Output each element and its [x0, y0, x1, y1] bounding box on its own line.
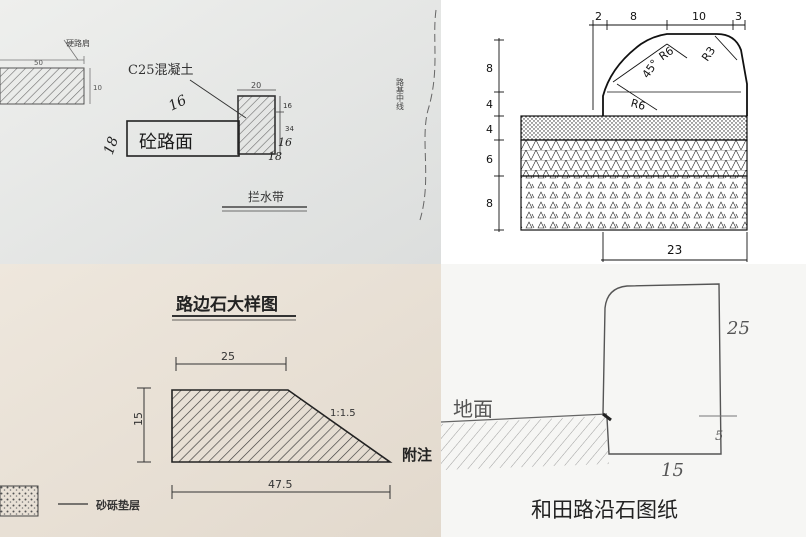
concrete-label: C25混凝土: [128, 62, 194, 78]
dim-50: 50: [34, 59, 43, 67]
dim-20: 20: [251, 81, 261, 90]
dim-top-3: 3: [735, 10, 742, 23]
dim-34: 34: [285, 125, 294, 133]
paper-background: [0, 0, 441, 264]
dim-16-left: 16: [278, 136, 292, 149]
ground-hatch: [441, 416, 609, 470]
concrete-leader: [189, 79, 247, 119]
centerline-label: 路基中线: [396, 77, 405, 110]
road-edge-label: 硬路肩: [66, 38, 90, 48]
curb-outline: [602, 283, 722, 455]
dim-left-8b: 8: [486, 197, 493, 210]
panel-curb-cad-section: 2 8 10 3 8 4 4 6 8: [441, 0, 806, 264]
panel-concrete-curb-sketch: 硬路肩 50 10 C25混凝土 16 20 16 34 16 砼路面 18 1…: [0, 0, 441, 264]
slope-ratio: 1:1.5: [330, 408, 356, 419]
dim-left-8a: 8: [486, 62, 493, 75]
dim-10: 10: [93, 84, 102, 92]
hand-16-top: 16: [166, 92, 189, 114]
dim-left-4b: 4: [486, 123, 493, 136]
legend-gravel-swatch: [0, 485, 39, 517]
top-dimension-line: [589, 20, 746, 110]
dim-left-line: [137, 387, 151, 463]
layer-bottom-aggregate: [520, 175, 748, 231]
hand-18-bottom: 18: [268, 150, 282, 163]
detail-title: 路边石大样图: [176, 294, 278, 315]
ground-line: [441, 413, 608, 423]
panel-curbstone-detail: 路边石大样图 25 15 1:1.5: [0, 264, 441, 537]
dim-bottom-23: 23: [667, 243, 682, 257]
left-dimension-line: [494, 38, 504, 232]
radius-r6-bottom: R6: [629, 97, 647, 113]
dim-15: 15: [661, 460, 684, 481]
dim-height-15: 15: [132, 412, 145, 426]
dim-bottom-line: [171, 485, 391, 499]
sketch-caption: 和田路沿石图纸: [531, 498, 678, 522]
dim-16-right: 16: [283, 102, 292, 110]
layer-middle-cross: [520, 139, 748, 177]
dim-top-10: 10: [692, 10, 706, 23]
dim-25: 25: [726, 318, 750, 339]
centerline: [419, 9, 437, 221]
hand-18-side: 18: [101, 135, 122, 157]
curb-block: [237, 95, 276, 155]
bottom-dimension-line: [601, 232, 748, 262]
curb-profile: [602, 33, 748, 116]
dim-left-4a: 4: [486, 98, 493, 111]
curbstone-shape: [171, 389, 393, 463]
slab-label: 砼路面: [139, 132, 193, 153]
slab-outline: [126, 120, 240, 157]
road-shoulder: [0, 39, 91, 105]
dim-top-25: 25: [221, 350, 235, 363]
layer-top-fine: [520, 115, 748, 141]
curb-label: 拦水带: [248, 190, 284, 204]
dim-left-6: 6: [486, 153, 493, 166]
dim-top-8: 8: [630, 10, 637, 23]
dim-top-line: [175, 357, 287, 371]
legend-label: 砂砾垫层: [96, 498, 140, 512]
side-note: 附注: [402, 446, 432, 464]
dim-bottom-47-5: 47.5: [268, 478, 293, 491]
dim-top-2: 2: [595, 10, 602, 23]
dim-5: 5: [715, 429, 723, 444]
panel-hetian-sketch: 地面 25 5 15 和田路沿石图纸: [441, 264, 806, 537]
ground-label: 地面: [453, 397, 493, 421]
